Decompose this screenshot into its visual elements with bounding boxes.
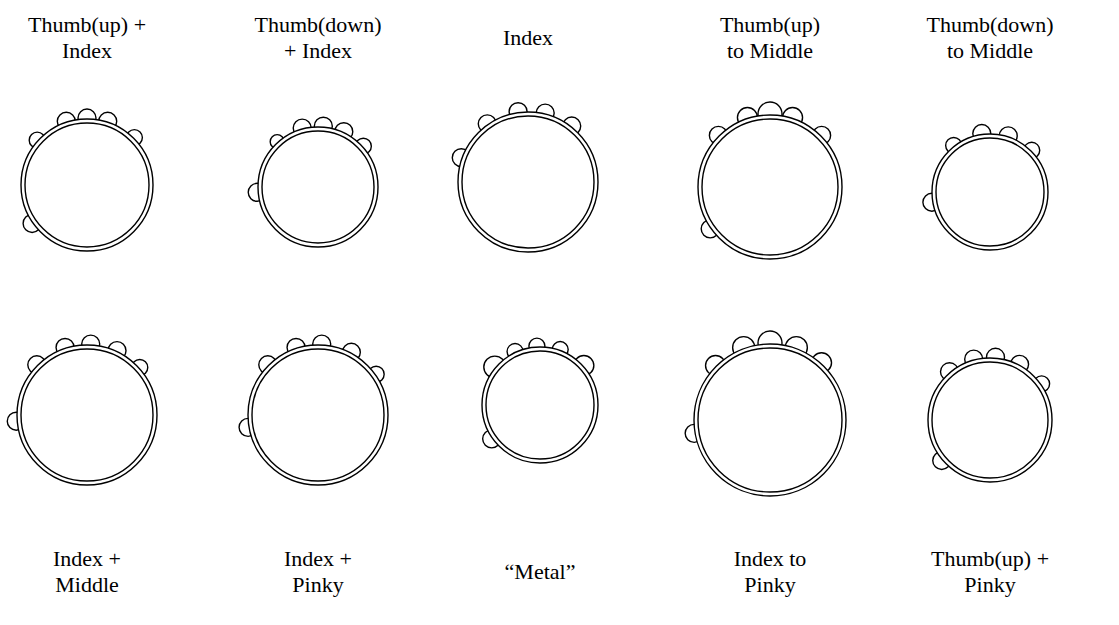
outer-ring (482, 347, 598, 463)
inner-ring (21, 349, 153, 481)
gesture-label: Index + Pinky (263, 546, 373, 598)
inner-ring (702, 119, 838, 255)
gesture-label: Thumb(down) + Index (250, 12, 386, 64)
hand-diagram: Thumb(up) + Index (0, 0, 207, 312)
gesture-label: Thumb(down) to Middle (922, 12, 1058, 64)
hand-diagram: Index + Middle (0, 312, 207, 624)
hand-diagram: Index to Pinky (650, 312, 890, 624)
outer-ring (932, 134, 1048, 250)
outer-ring (694, 344, 846, 496)
outer-ring (698, 115, 842, 259)
inner-ring (462, 116, 594, 248)
outer-ring (928, 358, 1052, 482)
gesture-label: “Metal” (473, 559, 608, 585)
outer-ring (21, 119, 153, 251)
hand-diagram: “Metal” (420, 312, 660, 624)
inner-ring (936, 138, 1044, 246)
outer-ring (458, 112, 598, 252)
hand-diagram: Index (408, 0, 648, 312)
inner-ring (932, 362, 1048, 478)
outer-ring (17, 345, 157, 485)
inner-ring (486, 351, 594, 459)
outer-ring (258, 127, 378, 247)
hand-diagram: Thumb(up) to Middle (650, 0, 890, 312)
hand-diagram: Index + Pinky (198, 312, 438, 624)
hand-diagram: Thumb(down) to Middle (870, 0, 1110, 312)
gesture-label: Thumb(up) to Middle (715, 12, 825, 64)
hand-diagram: Thumb(up) + Pinky (870, 312, 1110, 624)
inner-ring (252, 349, 384, 481)
hand-diagram: Thumb(down) + Index (198, 0, 438, 312)
gesture-label: Index (461, 25, 596, 51)
inner-ring (25, 123, 149, 247)
gesture-label: Thumb(up) + Pinky (923, 546, 1058, 598)
gesture-label: Index + Middle (32, 546, 142, 598)
gesture-label: Index to Pinky (715, 546, 825, 598)
inner-ring (262, 131, 374, 243)
outer-ring (248, 345, 388, 485)
inner-ring (698, 348, 842, 492)
gesture-label: Thumb(up) + Index (20, 12, 155, 64)
